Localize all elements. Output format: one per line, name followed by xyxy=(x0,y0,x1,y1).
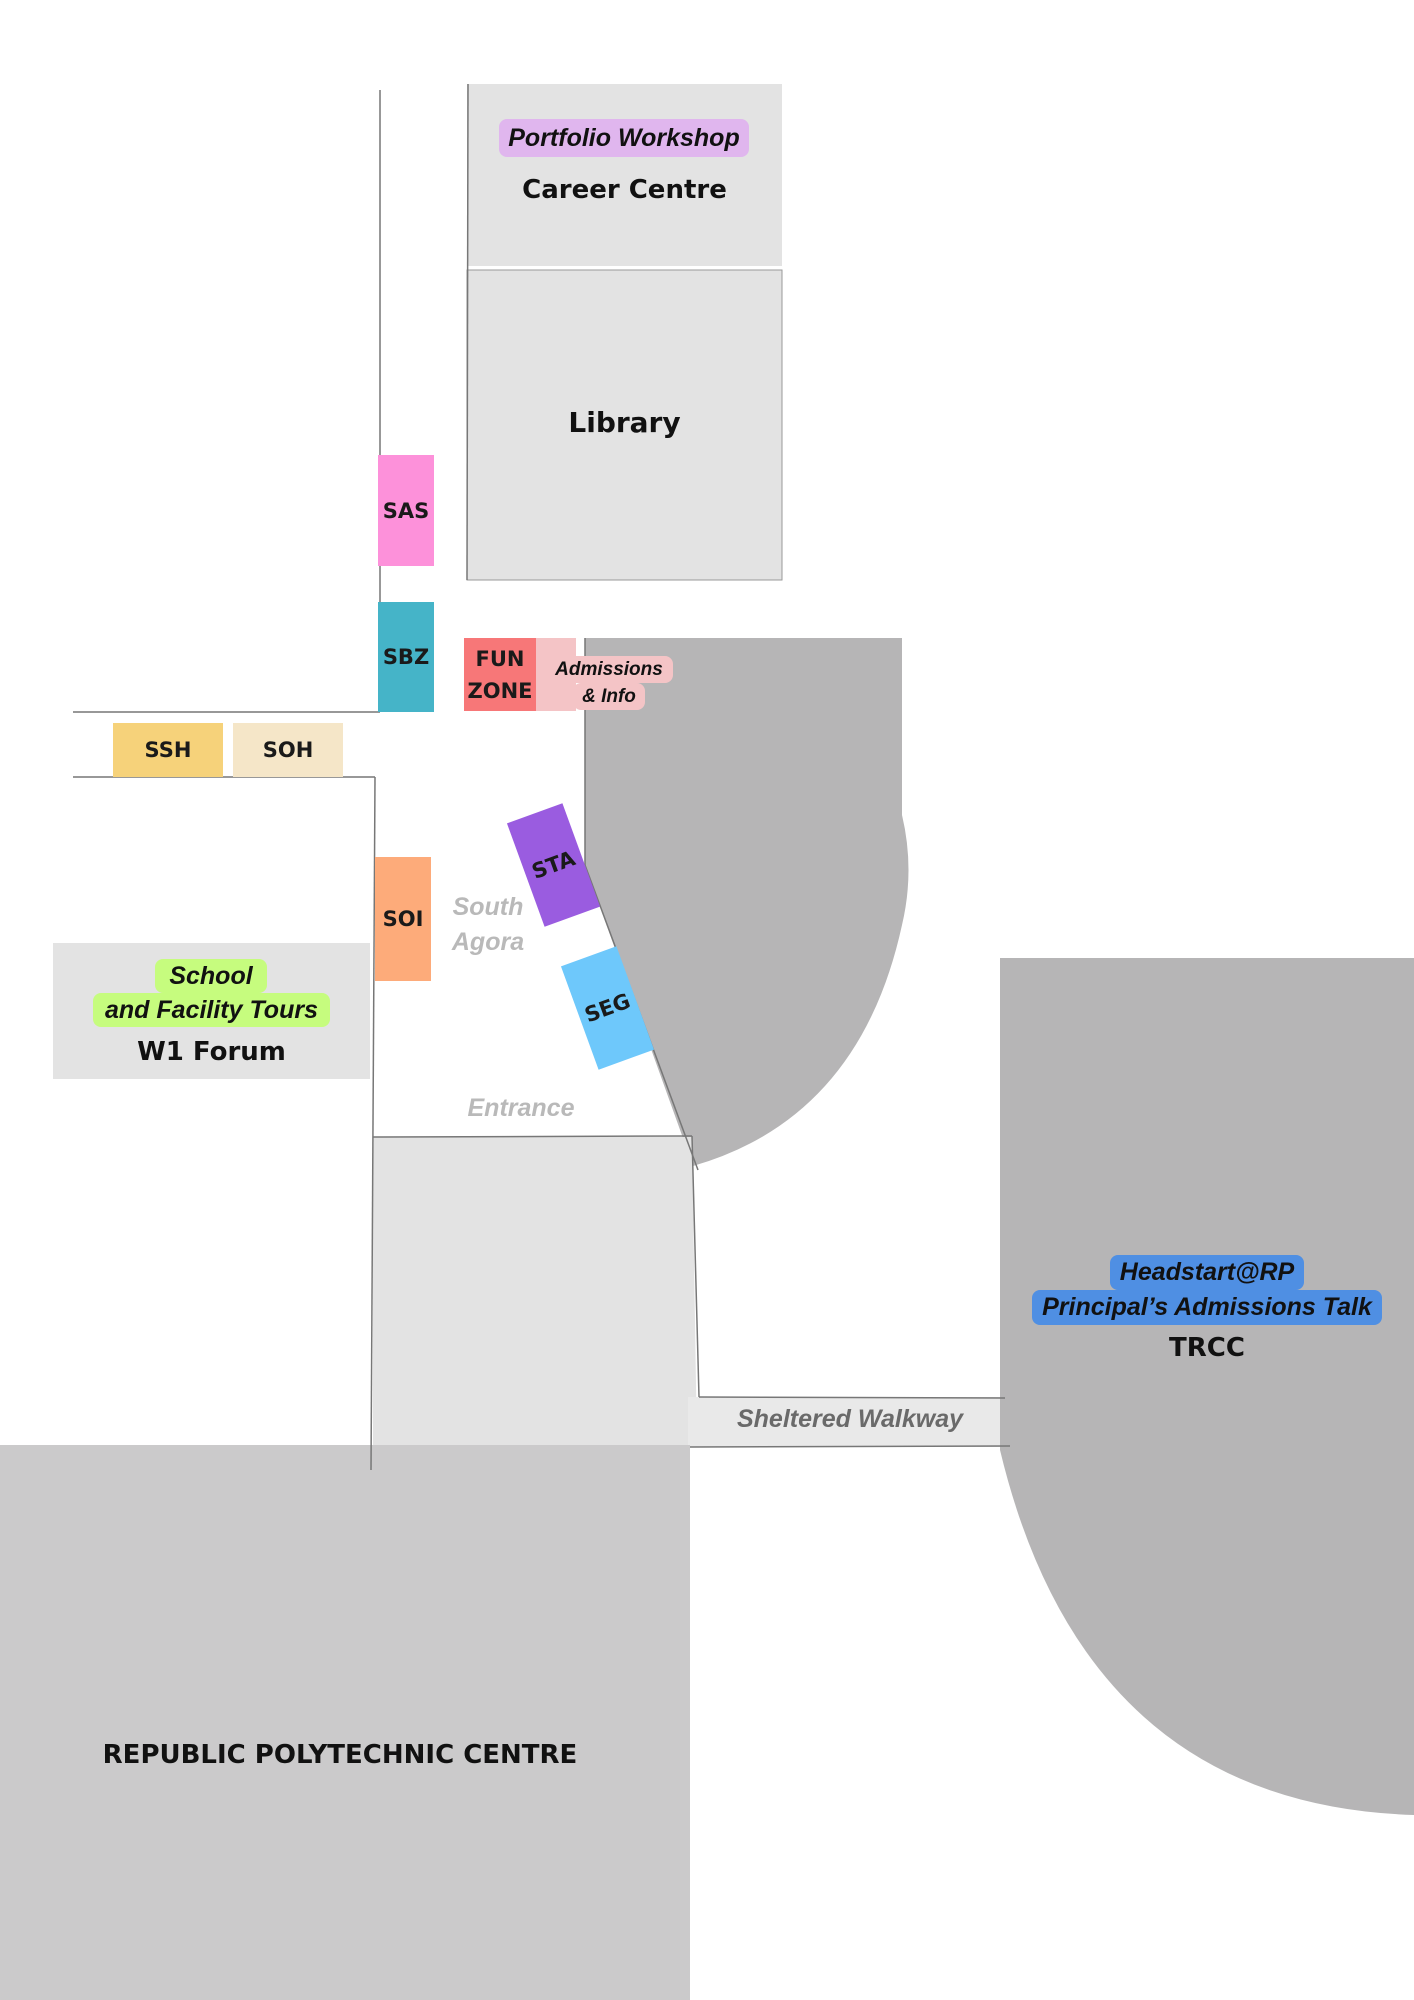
south-agora-line2: Agora xyxy=(451,928,525,956)
trcc-label: TRCC xyxy=(1169,1333,1245,1363)
career-centre-building[interactable] xyxy=(467,84,782,266)
central-building[interactable] xyxy=(585,638,909,1166)
portfolio-workshop-tag[interactable]: Portfolio Workshop xyxy=(499,119,749,157)
booth-soh[interactable]: SOH xyxy=(233,723,343,777)
admissions-line2: & Info xyxy=(573,683,645,710)
south-agora-label: South Agora xyxy=(438,890,538,960)
admissions-line1: Admissions xyxy=(545,656,673,683)
tours-line2: and Facility Tours xyxy=(93,993,330,1027)
fun-zone-line1: FUN xyxy=(475,646,525,671)
booth-fun-zone[interactable]: FUN ZONE xyxy=(464,638,536,711)
tours-tag[interactable]: School and Facility Tours xyxy=(93,959,330,1027)
trcc-building[interactable] xyxy=(1000,958,1414,1815)
library-label: Library xyxy=(568,406,681,439)
booth-sas[interactable]: SAS xyxy=(378,455,434,566)
rp-centre-building[interactable] xyxy=(0,1445,690,2000)
tours-line1: School xyxy=(155,959,267,993)
entrance-label: Entrance xyxy=(467,1094,575,1122)
fun-zone-line2: ZONE xyxy=(467,678,533,703)
booth-soi[interactable]: SOI xyxy=(375,857,431,981)
rp-centre-label: REPUBLIC POLYTECHNIC CENTRE xyxy=(102,1740,578,1770)
entrance-block[interactable] xyxy=(373,1137,697,1446)
career-centre-label: Career Centre xyxy=(522,175,727,205)
w1-forum-label: W1 Forum xyxy=(137,1037,286,1067)
sheltered-walkway-label: Sheltered Walkway xyxy=(736,1405,964,1433)
admissions-info-tag[interactable]: Admissions & Info xyxy=(545,656,673,710)
sheltered-walkway-area[interactable] xyxy=(688,1397,1008,1447)
principal-talk-line: Principal’s Admissions Talk xyxy=(1032,1290,1382,1325)
path-outlines xyxy=(73,83,1011,1471)
booth-ssh[interactable]: SSH xyxy=(113,723,223,777)
headstart-tag[interactable]: Headstart@RP Principal’s Admissions Talk xyxy=(1032,1255,1382,1325)
library-building[interactable] xyxy=(466,269,783,581)
headstart-line1: Headstart@RP xyxy=(1110,1255,1304,1290)
booth-sbz[interactable]: SBZ xyxy=(378,602,434,712)
south-agora-line1: South xyxy=(452,893,524,921)
